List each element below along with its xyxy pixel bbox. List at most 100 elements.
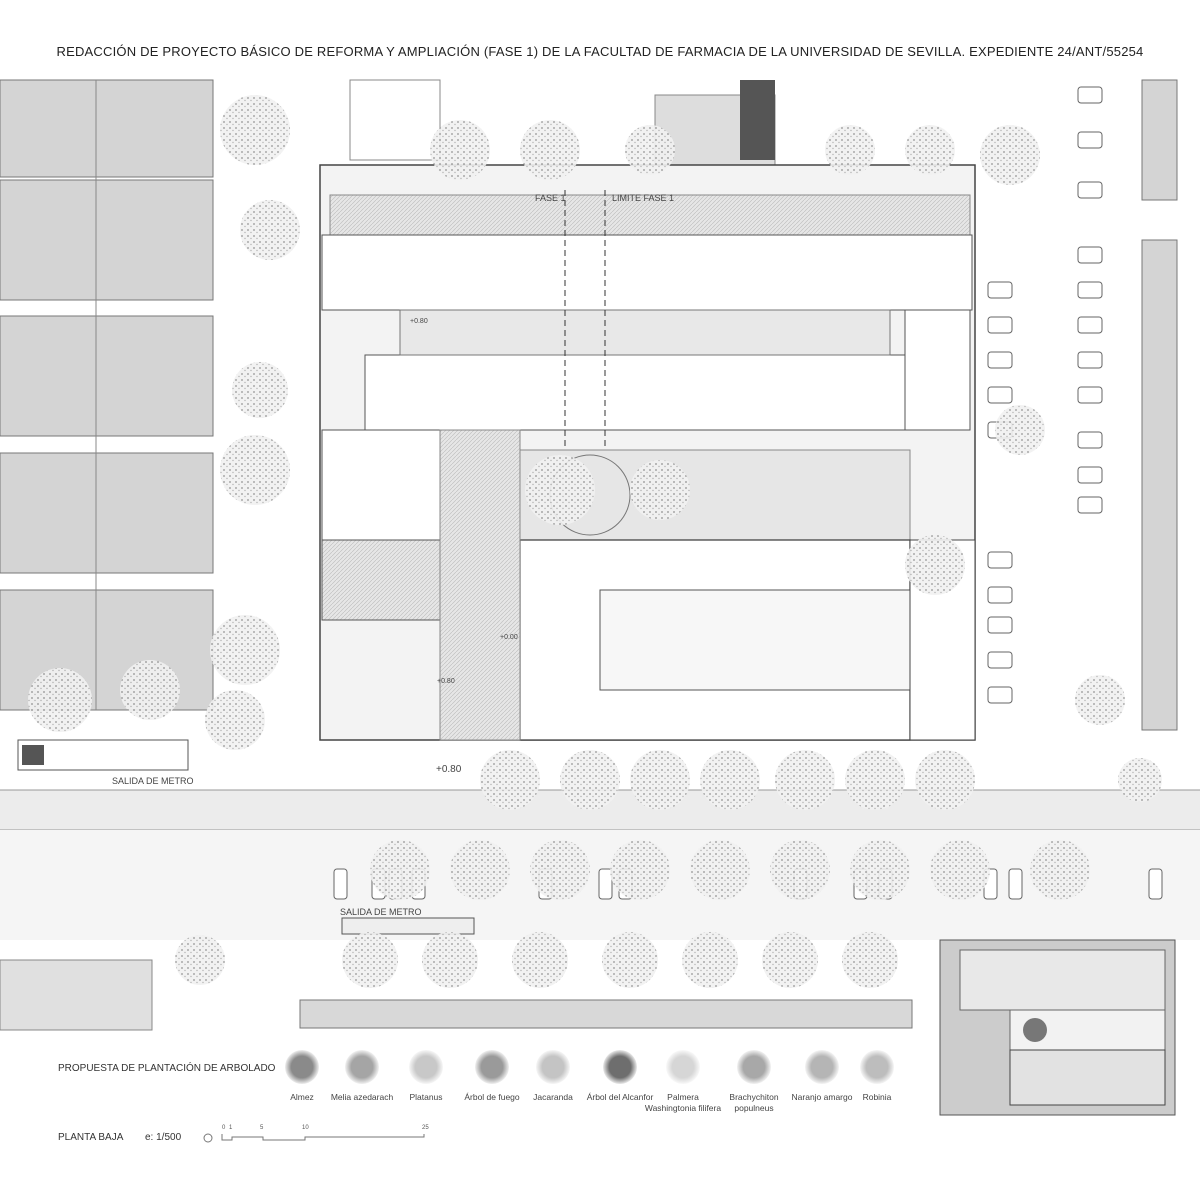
- lower-building: [299, 999, 913, 1029]
- legend-tree-swatch: [285, 1050, 319, 1084]
- tree-icon: [525, 455, 595, 525]
- legend-tree-name: Árbol de fuego: [464, 1092, 520, 1102]
- scale-tick: 10: [302, 1125, 309, 1131]
- tree-icon: [120, 660, 180, 720]
- legend-tree-swatch: [737, 1050, 771, 1084]
- left-buildings: [0, 79, 214, 711]
- trees: [28, 95, 1162, 988]
- legend-tree-name: Naranjo amargo: [791, 1092, 853, 1102]
- car-icon: [333, 868, 348, 900]
- tree-icon: [210, 615, 280, 685]
- tree-icon: [905, 125, 955, 175]
- tree-icon: [825, 125, 875, 175]
- car-icon: [1077, 386, 1103, 404]
- tree-icon: [682, 932, 738, 988]
- tree-icon: [530, 840, 590, 900]
- limite-fase-label: LIMITE FASE 1: [612, 193, 675, 203]
- tree-icon: [980, 125, 1040, 185]
- legend-tree-name: Brachychiton populneus: [729, 1092, 779, 1113]
- fase-label: FASE 1: [535, 193, 566, 203]
- legend-tree-swatch: [860, 1050, 894, 1084]
- tree-icon: [240, 200, 300, 260]
- legend-tree-name: Platanus: [409, 1092, 443, 1102]
- tree-icon: [28, 668, 92, 732]
- tree-icon: [762, 932, 818, 988]
- level-label: +0.80: [437, 678, 455, 685]
- tree-icon: [610, 840, 670, 900]
- legend-tree-name: Melia azedarach: [330, 1092, 394, 1102]
- legend-tree-swatch: [409, 1050, 443, 1084]
- scale-tick: 0: [222, 1125, 226, 1131]
- scale-tick: 25: [422, 1125, 429, 1131]
- car-icon: [987, 386, 1013, 404]
- car-icon: [1077, 131, 1103, 149]
- right-buildings: [1141, 79, 1178, 731]
- tree-icon: [770, 840, 830, 900]
- tree-icon: [995, 405, 1045, 455]
- level-label: +0.80: [410, 318, 428, 325]
- tree-icon: [850, 840, 910, 900]
- car-icon: [1077, 466, 1103, 484]
- tree-icon: [1075, 675, 1125, 725]
- tree-icon: [220, 95, 290, 165]
- car-icon: [987, 586, 1013, 604]
- legend-tree-swatch: [603, 1050, 637, 1084]
- location-inset: [939, 939, 1176, 1116]
- tree-icon: [232, 362, 288, 418]
- tree-icon: [520, 120, 580, 180]
- car-icon: [987, 281, 1013, 299]
- car-icon: [987, 316, 1013, 334]
- legend-title: PROPUESTA DE PLANTACIÓN DE ARBOLADO: [58, 1063, 276, 1074]
- tree-icon: [630, 750, 690, 810]
- faculty-building: [319, 164, 976, 741]
- scale-label: e: 1/500: [145, 1132, 182, 1143]
- car-icon: [598, 868, 613, 900]
- metro-exit-2: [341, 917, 475, 935]
- car-icon: [987, 351, 1013, 369]
- metro-exit-1: [17, 739, 189, 771]
- plan-name: PLANTA BAJA: [58, 1132, 124, 1143]
- car-icon: [987, 686, 1013, 704]
- tree-icon: [905, 535, 965, 595]
- tree-icon: [480, 750, 540, 810]
- tree-icon: [700, 750, 760, 810]
- car-icon: [1077, 316, 1103, 334]
- tree-icon: [175, 935, 225, 985]
- tree-icon: [370, 840, 430, 900]
- tree-icon: [690, 840, 750, 900]
- legend-tree-swatch: [536, 1050, 570, 1084]
- drawing-title: REDACCIÓN DE PROYECTO BÁSICO DE REFORMA …: [56, 44, 1144, 59]
- scale-tick: 5: [260, 1125, 264, 1131]
- tree-icon: [220, 435, 290, 505]
- tree-icon: [842, 932, 898, 988]
- tree-icon: [1030, 840, 1090, 900]
- tree-icon: [450, 840, 510, 900]
- legend-tree-name: Árbol del Alcanfor: [586, 1092, 654, 1102]
- tree-icon: [630, 460, 690, 520]
- tree-icon: [845, 750, 905, 810]
- tree-icon: [775, 750, 835, 810]
- car-icon: [1077, 351, 1103, 369]
- legend-tree-swatch: [475, 1050, 509, 1084]
- tree-icon: [422, 932, 478, 988]
- car-icon: [1077, 246, 1103, 264]
- tree-icon: [512, 932, 568, 988]
- scale-tick: 1: [229, 1125, 233, 1131]
- metro-exit-label: SALIDA DE METRO: [112, 776, 194, 786]
- scale-bar: [203, 1133, 425, 1143]
- car-icon: [1148, 868, 1163, 900]
- legend-tree-swatch: [805, 1050, 839, 1084]
- legend-tree-name: Almez: [290, 1092, 314, 1102]
- metro-exit-label: SALIDA DE METRO: [340, 907, 422, 917]
- tree-icon: [560, 750, 620, 810]
- car-icon: [987, 651, 1013, 669]
- level-label: +0.80: [436, 764, 462, 775]
- level-label: +0.00: [500, 634, 518, 641]
- tree-icon: [915, 750, 975, 810]
- tree-icon: [625, 125, 675, 175]
- legend-tree-name: Robinia: [862, 1092, 892, 1102]
- car-icon: [1077, 181, 1103, 199]
- car-icon: [1008, 868, 1023, 900]
- tree-icon: [602, 932, 658, 988]
